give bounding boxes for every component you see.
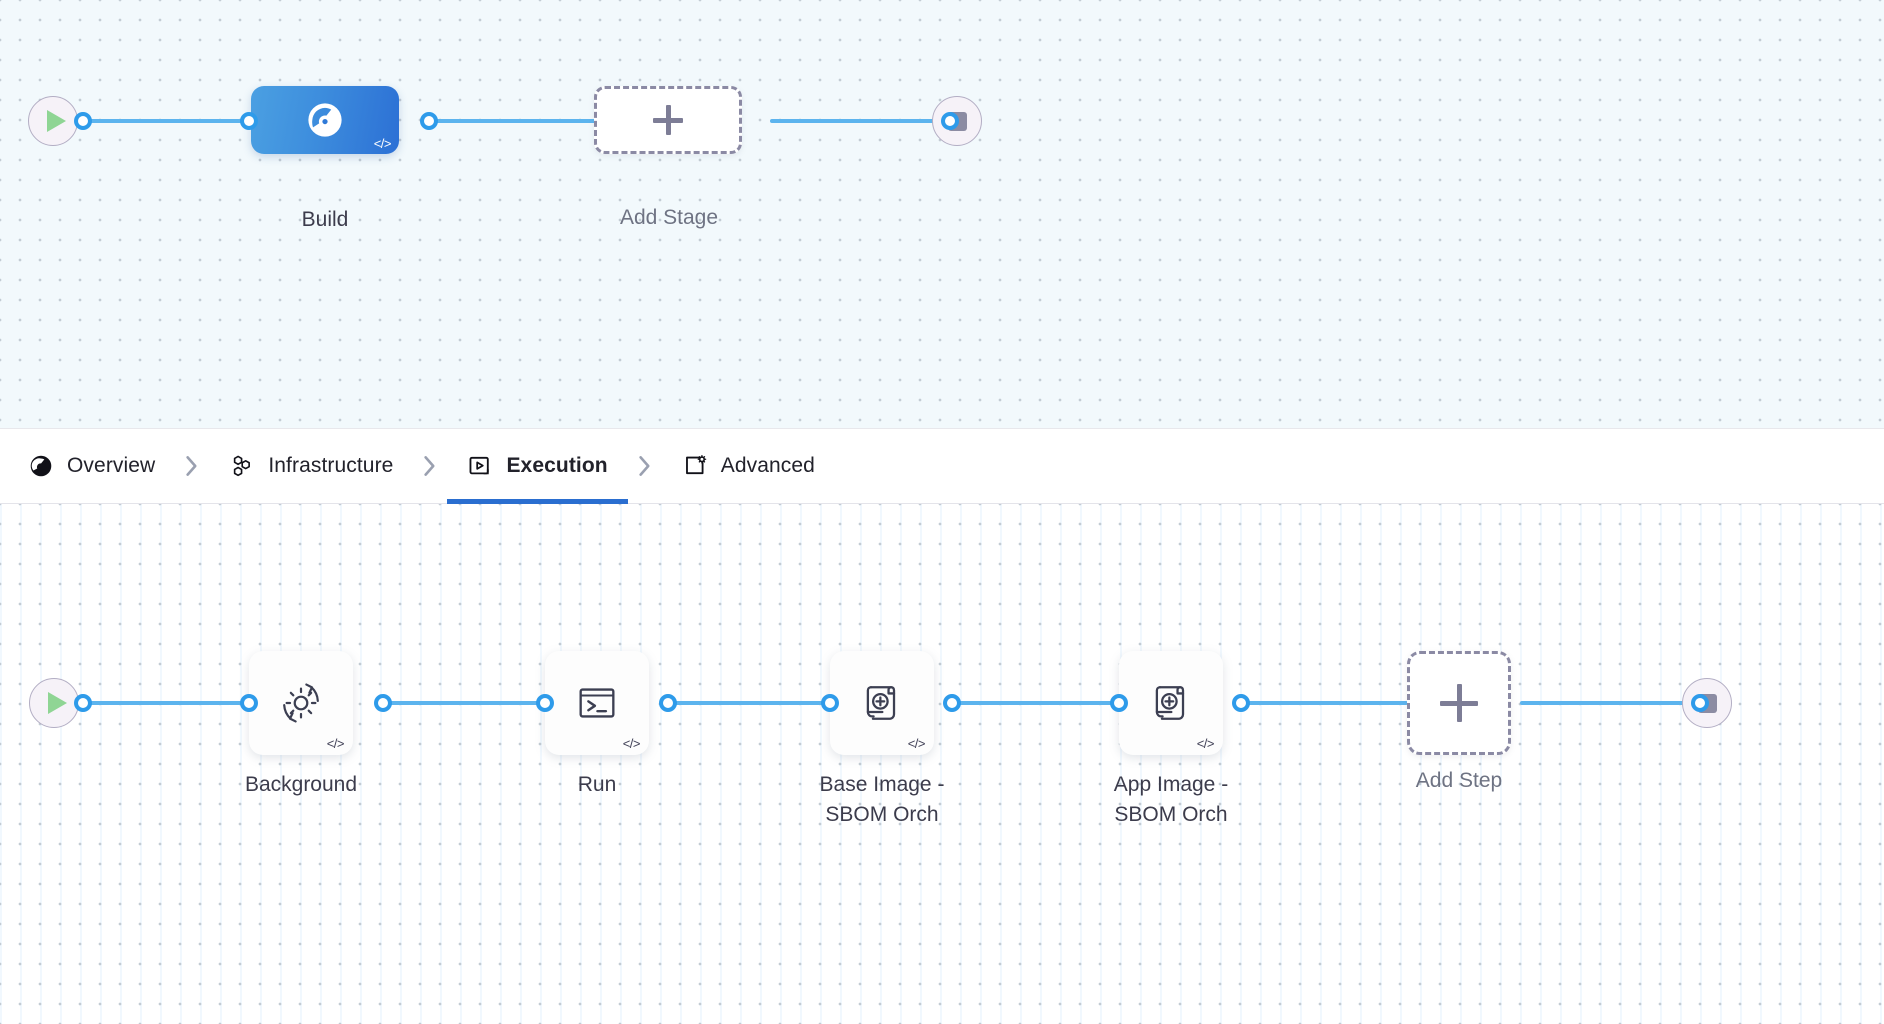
scroll-plus-icon xyxy=(1155,686,1185,720)
stage-code-badge[interactable]: </> xyxy=(373,136,392,151)
step-label-app-image-sbom-orch: App Image - SBOM Orch xyxy=(1113,773,1229,827)
execution-steps-canvas[interactable]: </> Background </> Run xyxy=(0,504,1884,1024)
step-label-background: Background xyxy=(244,773,358,796)
port-start-out[interactable] xyxy=(74,112,92,130)
port-end-in[interactable] xyxy=(941,112,959,130)
stage-node-build[interactable]: </> xyxy=(251,86,399,154)
terminal-icon xyxy=(579,688,615,718)
tab-label-execution: Execution xyxy=(506,454,608,477)
harness-stage-icon xyxy=(308,103,342,137)
step-code-badge[interactable]: </> xyxy=(622,736,641,751)
plus-icon xyxy=(653,105,683,135)
stage-edge-add-end xyxy=(770,119,955,123)
step-label-base-image-sbom-orch: Base Image - SBOM Orch xyxy=(819,773,945,827)
port-appimage-out[interactable] xyxy=(1232,694,1250,712)
step-edge-start-background xyxy=(80,701,250,705)
chevron-right-icon xyxy=(639,456,650,476)
play-icon xyxy=(47,692,67,714)
step-node-run[interactable]: </> xyxy=(545,651,649,755)
advanced-gear-card-icon xyxy=(685,454,706,475)
port-baseimage-out[interactable] xyxy=(943,694,961,712)
add-stage-node[interactable] xyxy=(594,86,742,154)
stage-config-tabs: Overview Infrastructure xyxy=(0,428,1884,504)
port-exec-end-in[interactable] xyxy=(1691,694,1709,712)
tab-separator-1 xyxy=(161,453,223,479)
stage-label-build: Build xyxy=(301,208,349,231)
add-step-label: Add Step xyxy=(1415,769,1503,792)
port-background-out[interactable] xyxy=(374,694,392,712)
port-appimage-in[interactable] xyxy=(1110,694,1128,712)
tab-execution[interactable]: Execution xyxy=(447,428,629,504)
scroll-plus-icon xyxy=(866,686,896,720)
tab-label-overview: Overview xyxy=(67,454,156,477)
execution-play-box-icon xyxy=(469,456,490,475)
step-edge-appimage-addstep xyxy=(1238,701,1408,705)
overview-pie-icon xyxy=(30,455,52,477)
tab-label-advanced: Advanced xyxy=(720,454,815,477)
stages-canvas[interactable]: </> Build Add Stage xyxy=(0,0,1884,428)
port-build-out[interactable] xyxy=(420,112,438,130)
tab-label-infrastructure: Infrastructure xyxy=(268,454,394,477)
port-exec-start-out[interactable] xyxy=(74,694,92,712)
step-label-run: Run xyxy=(577,773,617,796)
port-run-in[interactable] xyxy=(536,694,554,712)
tab-separator-3 xyxy=(614,453,676,479)
add-stage-label: Add Stage xyxy=(619,206,719,229)
step-code-badge[interactable]: </> xyxy=(326,736,345,751)
port-background-in[interactable] xyxy=(240,694,258,712)
step-edge-run-baseimage xyxy=(665,701,830,705)
port-build-in[interactable] xyxy=(240,112,258,130)
stage-edge-build-add xyxy=(426,119,606,123)
step-node-background[interactable]: </> xyxy=(249,651,353,755)
pipeline-start-node[interactable] xyxy=(28,96,78,146)
port-baseimage-in[interactable] xyxy=(821,694,839,712)
tab-separator-2 xyxy=(399,453,461,479)
step-node-base-image-sbom-orch[interactable]: </> xyxy=(830,651,934,755)
tab-overview[interactable]: Overview xyxy=(22,428,161,504)
chevron-right-icon xyxy=(424,456,436,476)
hexagon-cluster-icon xyxy=(234,455,251,477)
chevron-right-icon xyxy=(186,456,197,476)
plus-icon xyxy=(1440,684,1478,722)
step-edge-background-run xyxy=(380,701,545,705)
play-icon xyxy=(46,110,66,132)
gear-refresh-icon xyxy=(283,683,319,723)
add-step-node[interactable] xyxy=(1407,651,1511,755)
stage-edge-start-build xyxy=(80,119,250,123)
step-code-badge[interactable]: </> xyxy=(1196,736,1215,751)
step-code-badge[interactable]: </> xyxy=(907,736,926,751)
tab-advanced[interactable]: Advanced xyxy=(676,428,821,504)
port-run-out[interactable] xyxy=(659,694,677,712)
step-edge-addstep-end xyxy=(1520,701,1700,705)
step-edge-baseimage-appimage xyxy=(950,701,1118,705)
tab-infrastructure[interactable]: Infrastructure xyxy=(223,428,399,504)
step-node-app-image-sbom-orch[interactable]: </> xyxy=(1119,651,1223,755)
execution-start-node[interactable] xyxy=(29,678,79,728)
